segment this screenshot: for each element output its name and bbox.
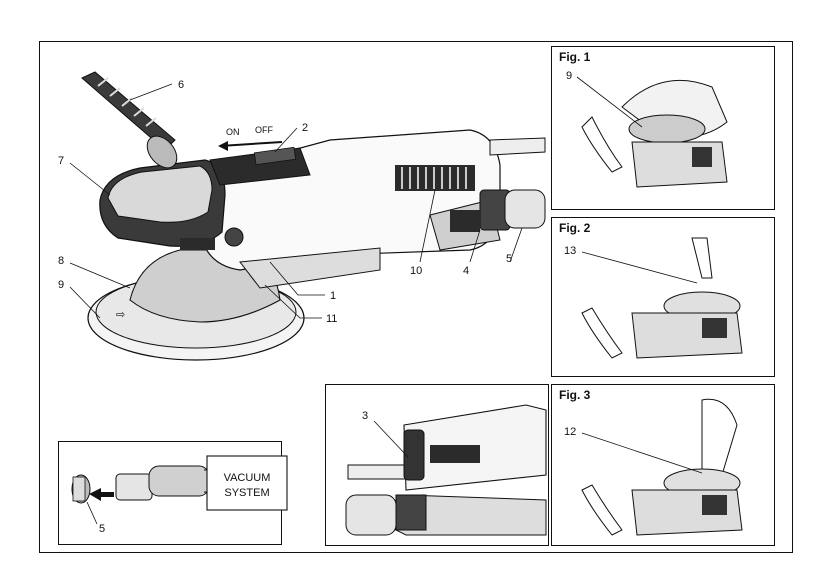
vacuum-text-1: VACUUM	[224, 472, 271, 484]
label-pad-base: 8	[58, 255, 64, 267]
fig2-illustration: 13	[552, 218, 776, 378]
side-vents	[180, 238, 215, 250]
label-sanding-pad: 9	[58, 279, 64, 291]
fig3-panel: Fig. 3 12	[551, 384, 775, 546]
connect-arrow-icon	[89, 488, 114, 501]
lock-button	[225, 228, 243, 246]
switch-on-text: ON	[226, 127, 240, 137]
fig2-panel: Fig. 2 13	[551, 217, 775, 377]
label-vents: 10	[410, 265, 422, 277]
fig3-label: 12	[564, 426, 576, 438]
vacuum-panel: 5 VACUUM SYSTEM	[58, 441, 282, 545]
motor-vents	[395, 165, 475, 191]
vacuum-text-2: SYSTEM	[224, 487, 269, 499]
side-handle	[82, 72, 183, 174]
fig1-panel: Fig. 1 9	[551, 46, 775, 210]
label-grip: 7	[58, 155, 64, 167]
pad-arrow-icon: ⇨	[116, 309, 125, 321]
fig1-label: 9	[566, 70, 572, 82]
label-port: 4	[463, 265, 469, 277]
detail-panel: 3	[325, 384, 549, 546]
motor-housing	[200, 130, 500, 270]
label-detail: 3	[362, 410, 368, 422]
label-switch: 2	[302, 122, 308, 134]
switch-arrow-head-icon	[218, 141, 228, 151]
label-lower-rail: 1	[330, 290, 336, 302]
detail-illustration: 3	[326, 385, 550, 547]
label-lock: 11	[326, 313, 337, 325]
switch-direction-arrow	[220, 142, 282, 146]
fig1-illustration: 9	[552, 47, 776, 211]
label-adapter: 5	[99, 523, 105, 535]
fig2-label: 13	[564, 245, 576, 257]
fig3-illustration: 12	[552, 385, 776, 547]
label-side-handle: 6	[178, 79, 184, 91]
label-port-adapter: 5	[506, 253, 512, 265]
power-cable	[490, 138, 545, 155]
vacuum-illustration: 5 VACUUM SYSTEM	[59, 442, 283, 546]
switch-off-text: OFF	[255, 125, 273, 135]
